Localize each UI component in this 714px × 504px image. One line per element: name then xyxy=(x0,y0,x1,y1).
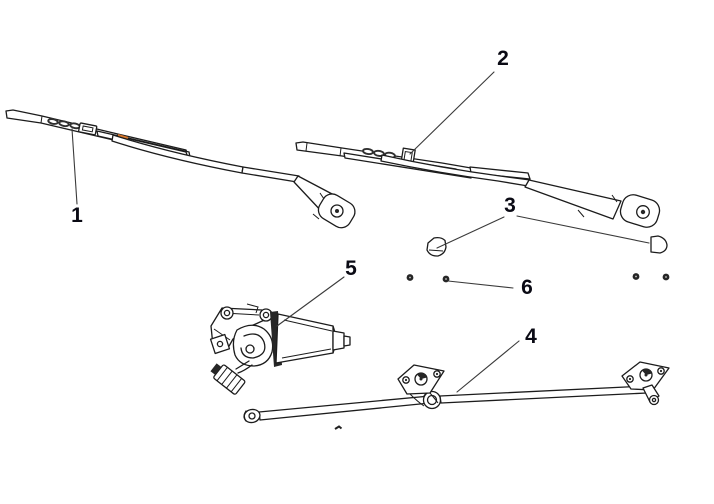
arm-1-rod xyxy=(241,166,300,183)
wiper-arm-assembly-1 xyxy=(5,109,356,229)
callout-5: 5 xyxy=(345,257,357,280)
leader-line-3-right xyxy=(516,215,650,244)
plate-right-boss-crescent xyxy=(642,368,652,375)
blade-1-slot xyxy=(58,120,70,128)
linkage-left-rod xyxy=(258,395,431,421)
callout-6: 6 xyxy=(521,276,533,299)
bracket-ear-hole xyxy=(223,309,231,317)
bracket-ear-hole xyxy=(262,311,270,319)
blade-1-clip xyxy=(78,122,98,136)
leader-line-2 xyxy=(409,71,495,155)
plate-right-boss-center xyxy=(644,373,648,377)
blade-2-slot xyxy=(362,147,374,156)
wiper-motor xyxy=(209,303,351,395)
motor-wires xyxy=(235,360,253,374)
nut-dot-center xyxy=(445,278,447,280)
pivot-cap-right xyxy=(650,235,668,254)
arm-1-head-ticks xyxy=(312,192,325,220)
leader-line-1 xyxy=(71,128,78,205)
motor-shaft-step xyxy=(332,330,345,351)
plate-left-hole-center xyxy=(404,378,408,382)
arm-1-pivot-center xyxy=(335,209,339,213)
blade-1-accent-mark xyxy=(117,133,129,140)
motor-cylinder xyxy=(275,313,334,364)
motor-housing-detail xyxy=(246,303,259,314)
leader-lines xyxy=(71,71,650,393)
blade-1-slot xyxy=(47,118,59,125)
linkage-crossbar xyxy=(439,385,648,404)
leader-line-4 xyxy=(456,340,520,393)
blade-2-end-piece xyxy=(469,166,531,180)
arm-1-link xyxy=(111,134,244,174)
plate-left-boss-crescent xyxy=(417,372,427,379)
nut-dot-center xyxy=(409,276,411,279)
plate-right-hole-center xyxy=(628,377,632,381)
linkage-crank-eyelet-hole xyxy=(651,397,657,403)
plate-left-boss-center xyxy=(419,377,423,381)
callout-1: 1 xyxy=(71,204,83,227)
callouts: 1 2 3 4 5 6 xyxy=(71,47,537,348)
arm-2-head-ticks xyxy=(577,194,618,218)
pivot-caps xyxy=(426,235,668,257)
leader-line-3-left xyxy=(436,216,505,249)
plate-left-link xyxy=(409,392,439,407)
arm-2-body xyxy=(524,179,622,220)
callout-2: 2 xyxy=(497,47,509,70)
pivot-cap-left xyxy=(426,236,447,257)
plate-left-hole-center xyxy=(435,372,439,376)
motor-shaft-tip xyxy=(343,335,351,347)
blade-2-divider xyxy=(305,142,342,157)
linkage-left-eyelet-rim xyxy=(243,410,247,422)
mounting-nuts xyxy=(406,273,670,283)
pivot-cap-left-line xyxy=(428,249,444,252)
linkage-left-eyelet-hole xyxy=(248,412,256,420)
motor-gear-spiral xyxy=(240,333,266,359)
motor-gear-center xyxy=(245,344,255,354)
wiper-linkage xyxy=(243,361,670,430)
small-mark xyxy=(334,425,343,430)
callout-4: 4 xyxy=(525,325,537,348)
wiper-arm-assembly-2 xyxy=(295,141,661,228)
leader-line-6 xyxy=(447,280,514,289)
motor-connector xyxy=(210,363,246,395)
plate-right-hole-center xyxy=(659,369,663,373)
nut-dot-center xyxy=(635,275,637,278)
callout-3: 3 xyxy=(504,194,516,217)
motor-cylinder-lines xyxy=(281,319,333,359)
arm-2-pivot-center xyxy=(640,209,646,215)
bracket-foot-hole xyxy=(216,340,224,348)
leader-line-5 xyxy=(276,276,345,327)
nut-dot-center xyxy=(665,276,667,278)
